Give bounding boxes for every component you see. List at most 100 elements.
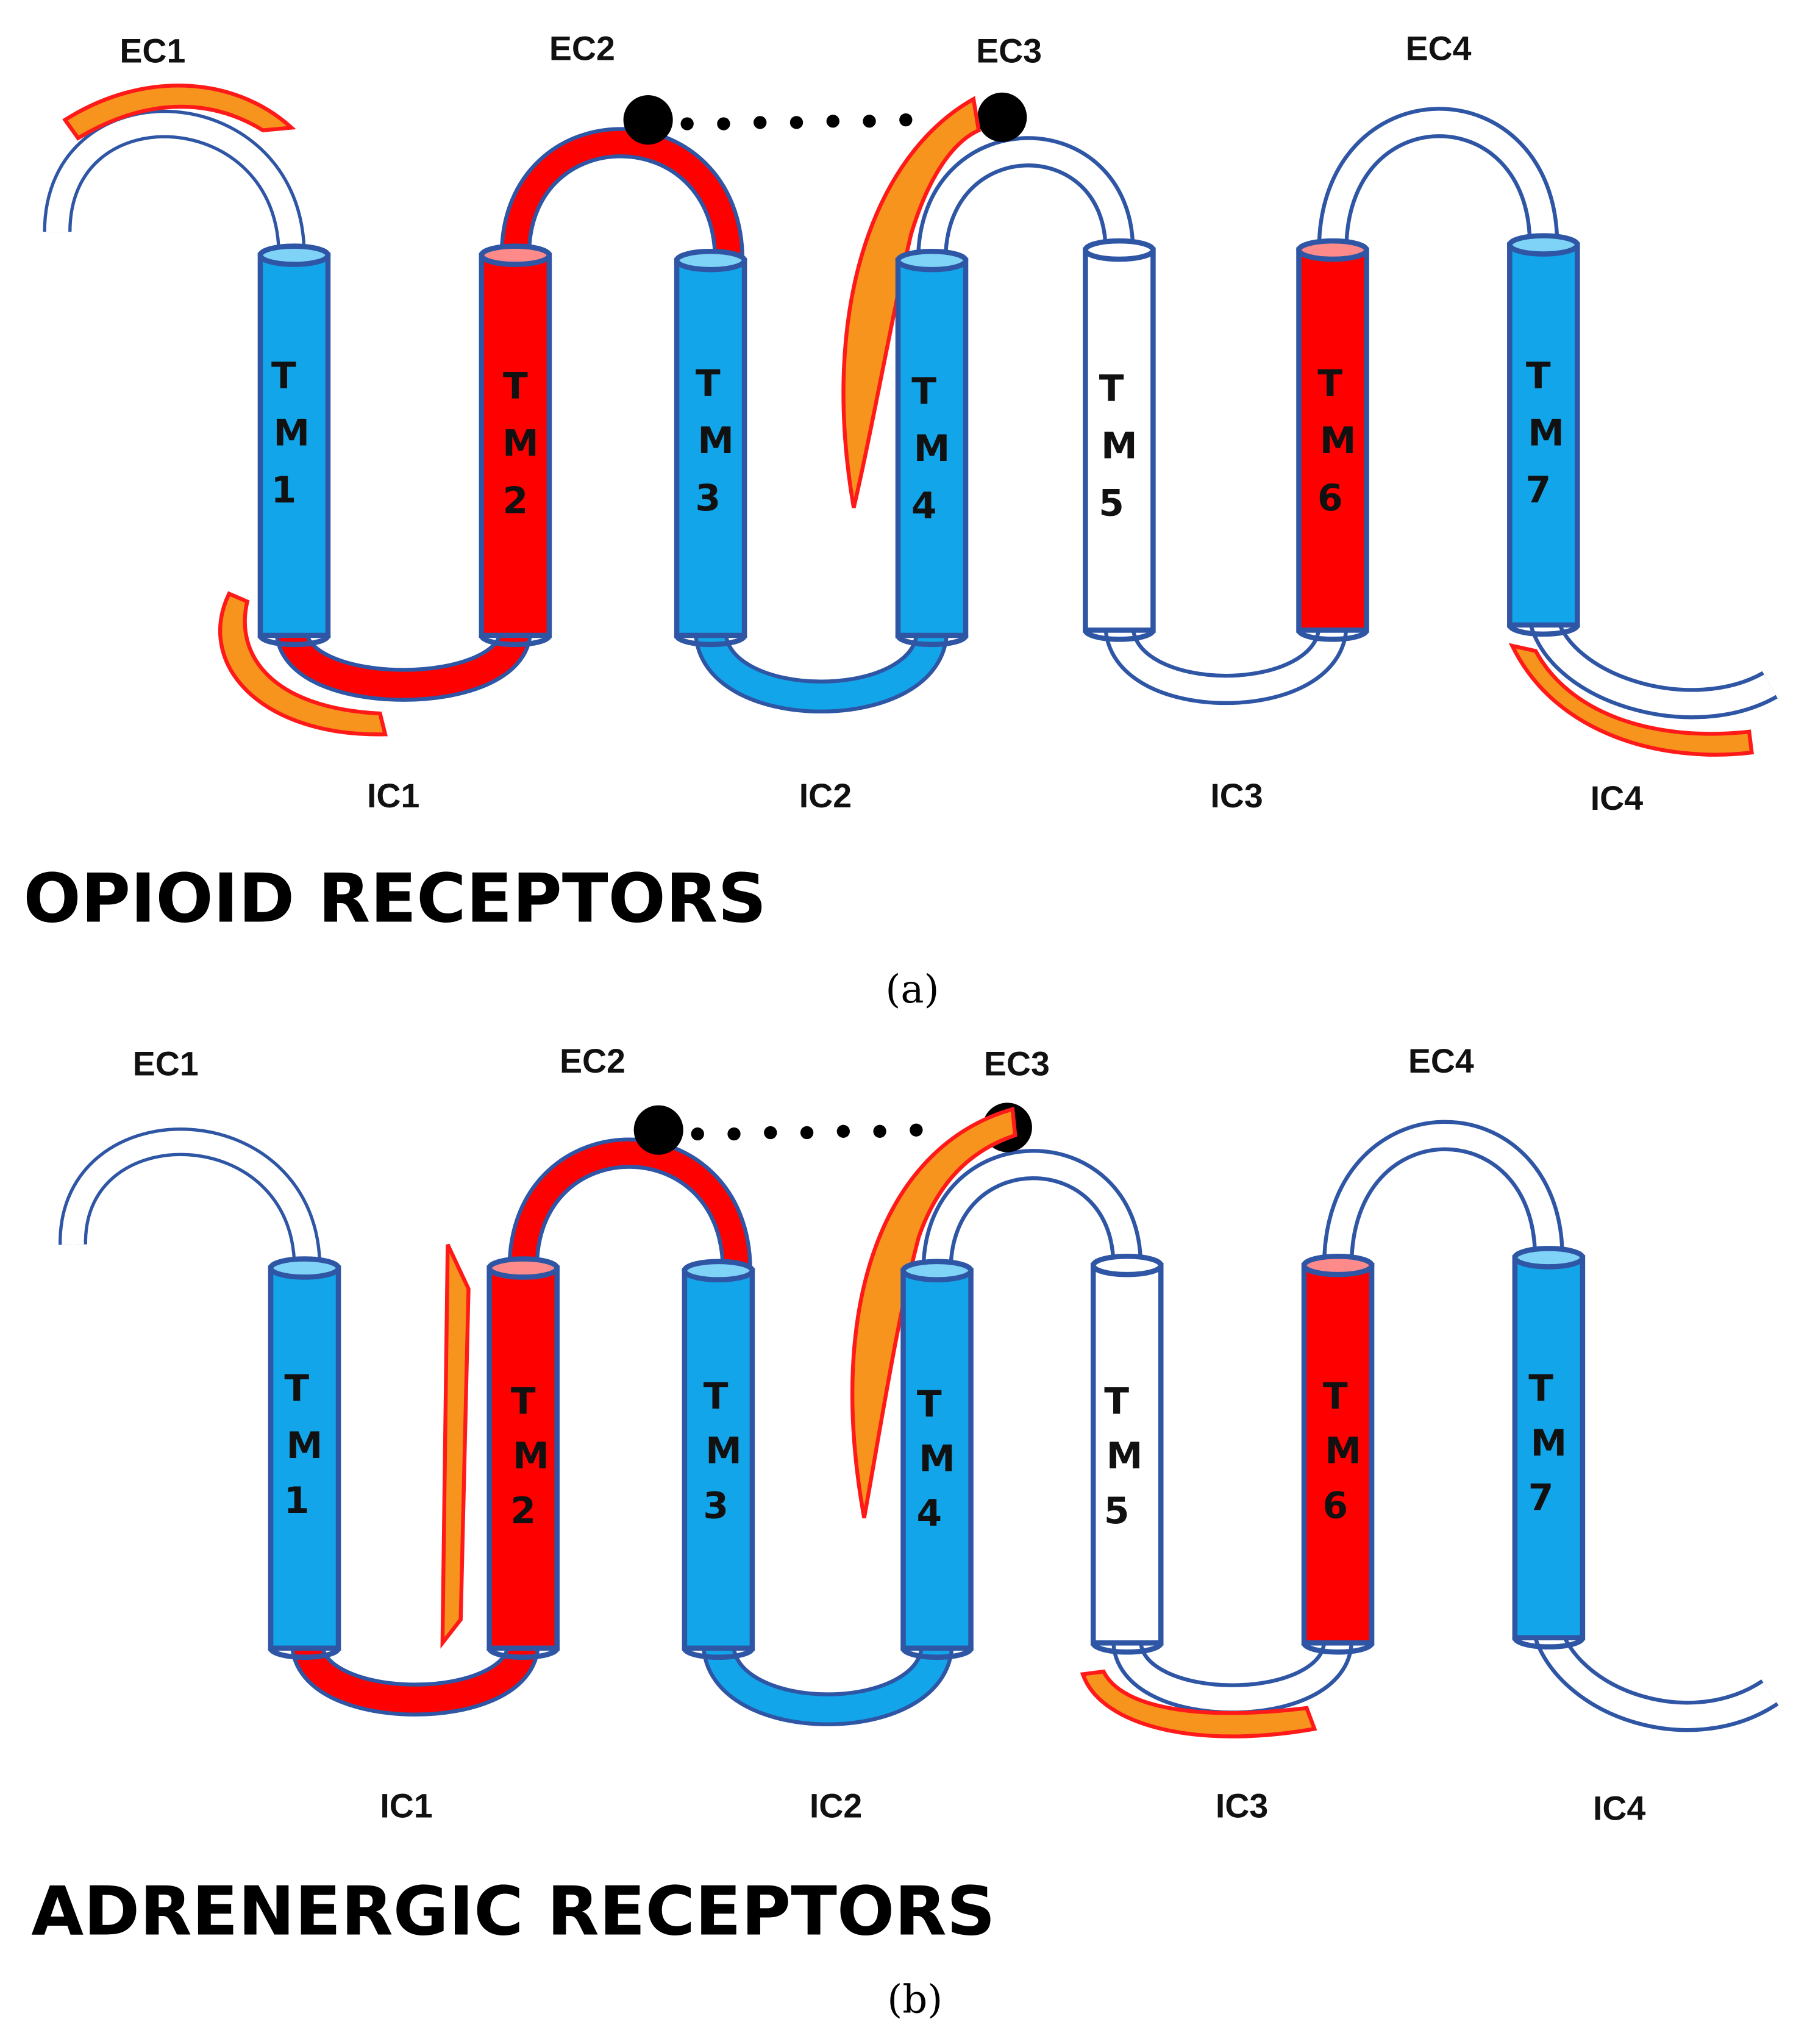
label-ec2: EC2 <box>560 1042 625 1080</box>
tm2-letter-1: T <box>511 1381 536 1423</box>
label-ic4: IC4 <box>1591 779 1643 817</box>
tm3-letter-2: M <box>705 1431 741 1473</box>
label-ec2: EC2 <box>549 29 615 67</box>
loop-ic3-b <box>1111 1638 1354 1715</box>
helix-tm6 <box>1296 238 1369 642</box>
tm4-letter-1: T <box>911 371 936 413</box>
panel-caption-b: (b) <box>887 1978 943 2023</box>
tm3-letter-1: T <box>696 363 721 405</box>
tm3-letter-1: T <box>704 1376 729 1418</box>
highlight-ic1 <box>218 591 388 737</box>
helix-tm1-b <box>268 1256 341 1660</box>
tm6-letter-3: 6 <box>1317 477 1343 520</box>
tm7-letter-1: T <box>1528 1368 1553 1410</box>
tm5-letter-1: T <box>1104 1381 1129 1423</box>
loop-ec3 <box>916 136 1135 261</box>
tm4-letter-2: M <box>914 428 950 470</box>
loop-ec2-b <box>507 1137 752 1271</box>
helix-tm7 <box>1507 233 1580 637</box>
tm3-letter-3: 3 <box>696 477 721 520</box>
tm7-letter-1: T <box>1526 355 1551 397</box>
tm5-letter-3: 5 <box>1104 1490 1130 1532</box>
tm3-letter-2: M <box>697 420 733 462</box>
highlight-ec3-b <box>850 1106 1017 1518</box>
helix-tm2-b <box>486 1256 560 1660</box>
helix-tm1 <box>257 243 331 648</box>
loop-ec4 <box>1317 107 1559 251</box>
loop-ic4-b <box>1534 1629 1779 1732</box>
helix-labels-b: T M 1 T M 2 T M 3 T M 4 T M 5 T M 6 T M … <box>284 1368 1567 1535</box>
tm1-letter-1: T <box>284 1368 309 1410</box>
label-ic1: IC1 <box>380 1787 432 1824</box>
tm7-letter-2: M <box>1528 412 1564 454</box>
label-ec1: EC1 <box>133 1045 199 1083</box>
label-ec4: EC4 <box>1406 29 1472 67</box>
tm7-letter-3: 7 <box>1526 470 1552 512</box>
loop-ic1-b <box>290 1641 540 1717</box>
tm2-letter-1: T <box>503 365 528 407</box>
highlight-bands-b <box>440 1106 1317 1738</box>
loop-labels: EC1 EC2 EC3 EC4 IC1 IC2 IC3 IC4 <box>119 29 1643 817</box>
loop-ec4-b <box>1322 1120 1565 1266</box>
disulfide-dot-icon <box>623 95 673 145</box>
tm6-letter-2: M <box>1325 1431 1361 1473</box>
loop-ic2-b <box>701 1641 954 1726</box>
tm1-letter-2: M <box>273 412 309 454</box>
loop-ic4 <box>1528 615 1778 720</box>
tm6-letter-1: T <box>1317 363 1342 405</box>
tm5-letter-2: M <box>1106 1435 1142 1478</box>
tm1-letter-1: T <box>271 355 296 397</box>
label-ec3: EC3 <box>976 32 1042 70</box>
tm6-letter-1: T <box>1323 1376 1348 1418</box>
helix-tm3-b <box>682 1259 755 1660</box>
helix-tm5-b <box>1090 1253 1164 1655</box>
label-ec3: EC3 <box>984 1045 1050 1083</box>
tm5-letter-2: M <box>1101 426 1137 468</box>
panel-title-opioid: OPIOID RECEPTORS <box>23 860 766 938</box>
panel-opioid: T M 1 T M 2 T M 3 T M 4 T M 5 T M 6 T M … <box>23 29 1778 1012</box>
highlight-ec1 <box>62 84 296 141</box>
label-ec4: EC4 <box>1408 1042 1474 1080</box>
loop-ec2 <box>499 127 745 261</box>
helix-labels: T M 1 T M 2 T M 3 T M 4 T M 5 T M 6 T M … <box>271 355 1564 527</box>
panel-caption-a: (a) <box>885 967 939 1012</box>
tm2-letter-2: M <box>502 423 538 465</box>
helix-tm6-b <box>1301 1253 1375 1655</box>
tm5-letter-3: 5 <box>1099 483 1124 525</box>
label-ic3: IC3 <box>1216 1787 1268 1824</box>
loop-ic1 <box>274 628 533 702</box>
highlight-ec3 <box>841 96 981 509</box>
tm6-letter-2: M <box>1320 420 1356 462</box>
tm5-letter-1: T <box>1099 368 1124 410</box>
tm2-letter-3: 2 <box>510 1490 536 1532</box>
tm1-letter-2: M <box>287 1425 322 1467</box>
tm2-letter-2: M <box>513 1435 549 1478</box>
tm1-letter-3: 1 <box>284 1480 310 1522</box>
helix-tm4 <box>895 248 969 648</box>
tm2-letter-3: 2 <box>503 480 529 522</box>
highlight-tm2-b <box>440 1243 471 1649</box>
helix-tm2 <box>479 243 552 648</box>
tm3-letter-3: 3 <box>703 1485 729 1527</box>
panel-adrenergic: T M 1 T M 2 T M 3 T M 4 T M 5 T M 6 T M … <box>31 1042 1779 2023</box>
panel-title-adrenergic: ADRENERGIC RECEPTORS <box>31 1872 995 1951</box>
tm7-letter-2: M <box>1531 1423 1567 1465</box>
tm4-letter-1: T <box>917 1384 942 1426</box>
label-ic3: IC3 <box>1210 777 1263 815</box>
highlight-ic3-b <box>1080 1669 1317 1738</box>
loop-ec1-b <box>59 1127 322 1268</box>
helix-tm3 <box>674 248 747 648</box>
helix-tm4-b <box>900 1259 974 1660</box>
label-ic1: IC1 <box>367 777 419 815</box>
tm6-letter-3: 6 <box>1322 1485 1348 1527</box>
tm4-letter-2: M <box>919 1438 955 1480</box>
helix-tm5 <box>1083 238 1156 642</box>
loop-labels-b: EC1 EC2 EC3 EC4 IC1 IC2 IC3 IC4 <box>133 1042 1646 1827</box>
label-ec1: EC1 <box>119 32 185 70</box>
tm4-letter-3: 4 <box>916 1493 942 1535</box>
loop-ec1 <box>43 110 306 255</box>
label-ic2: IC2 <box>810 1787 862 1824</box>
label-ic4: IC4 <box>1593 1790 1646 1828</box>
tm1-letter-3: 1 <box>271 470 297 512</box>
